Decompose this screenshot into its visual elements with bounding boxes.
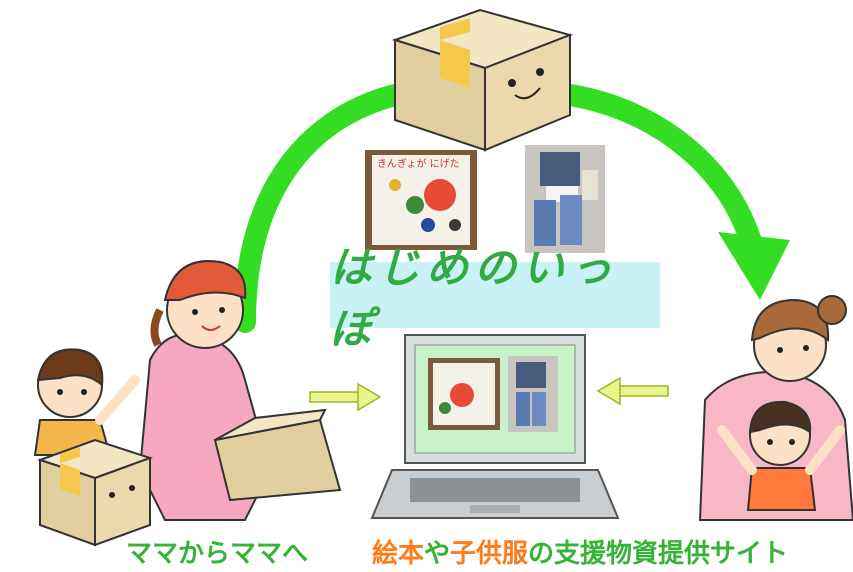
- clothes-photo: [525, 145, 605, 253]
- caption-word-picture-books: 絵本: [372, 539, 425, 569]
- cardboard-box-icon: [391, 8, 574, 152]
- caption-word-and: や: [424, 539, 451, 569]
- laptop-icon: [370, 334, 620, 519]
- small-arrow-icon: [596, 376, 669, 406]
- book-title-text: きんぎょが にげた: [377, 157, 460, 170]
- caption-right: 絵本や子供服の支援物資提供サイト: [372, 533, 788, 570]
- logo-band: [330, 262, 660, 328]
- caption-word-support-site: の支援物資提供サイト: [528, 539, 789, 569]
- curved-arrow-icon: [234, 84, 790, 333]
- site-logo: はじめのいっぽ: [330, 243, 619, 353]
- cardboard-box-icon: [213, 408, 342, 502]
- caption-left: ママからママへ: [126, 539, 309, 569]
- cardboard-box-icon: [36, 438, 154, 547]
- small-arrow-icon: [309, 382, 382, 412]
- child-left-figure: [33, 348, 140, 456]
- picture-book-photo: きんぎょが にげた: [365, 150, 477, 250]
- mother-right-figure: [698, 295, 853, 521]
- caption-word-kids-clothes: 子供服: [450, 539, 529, 569]
- child-right-figure: [717, 400, 845, 511]
